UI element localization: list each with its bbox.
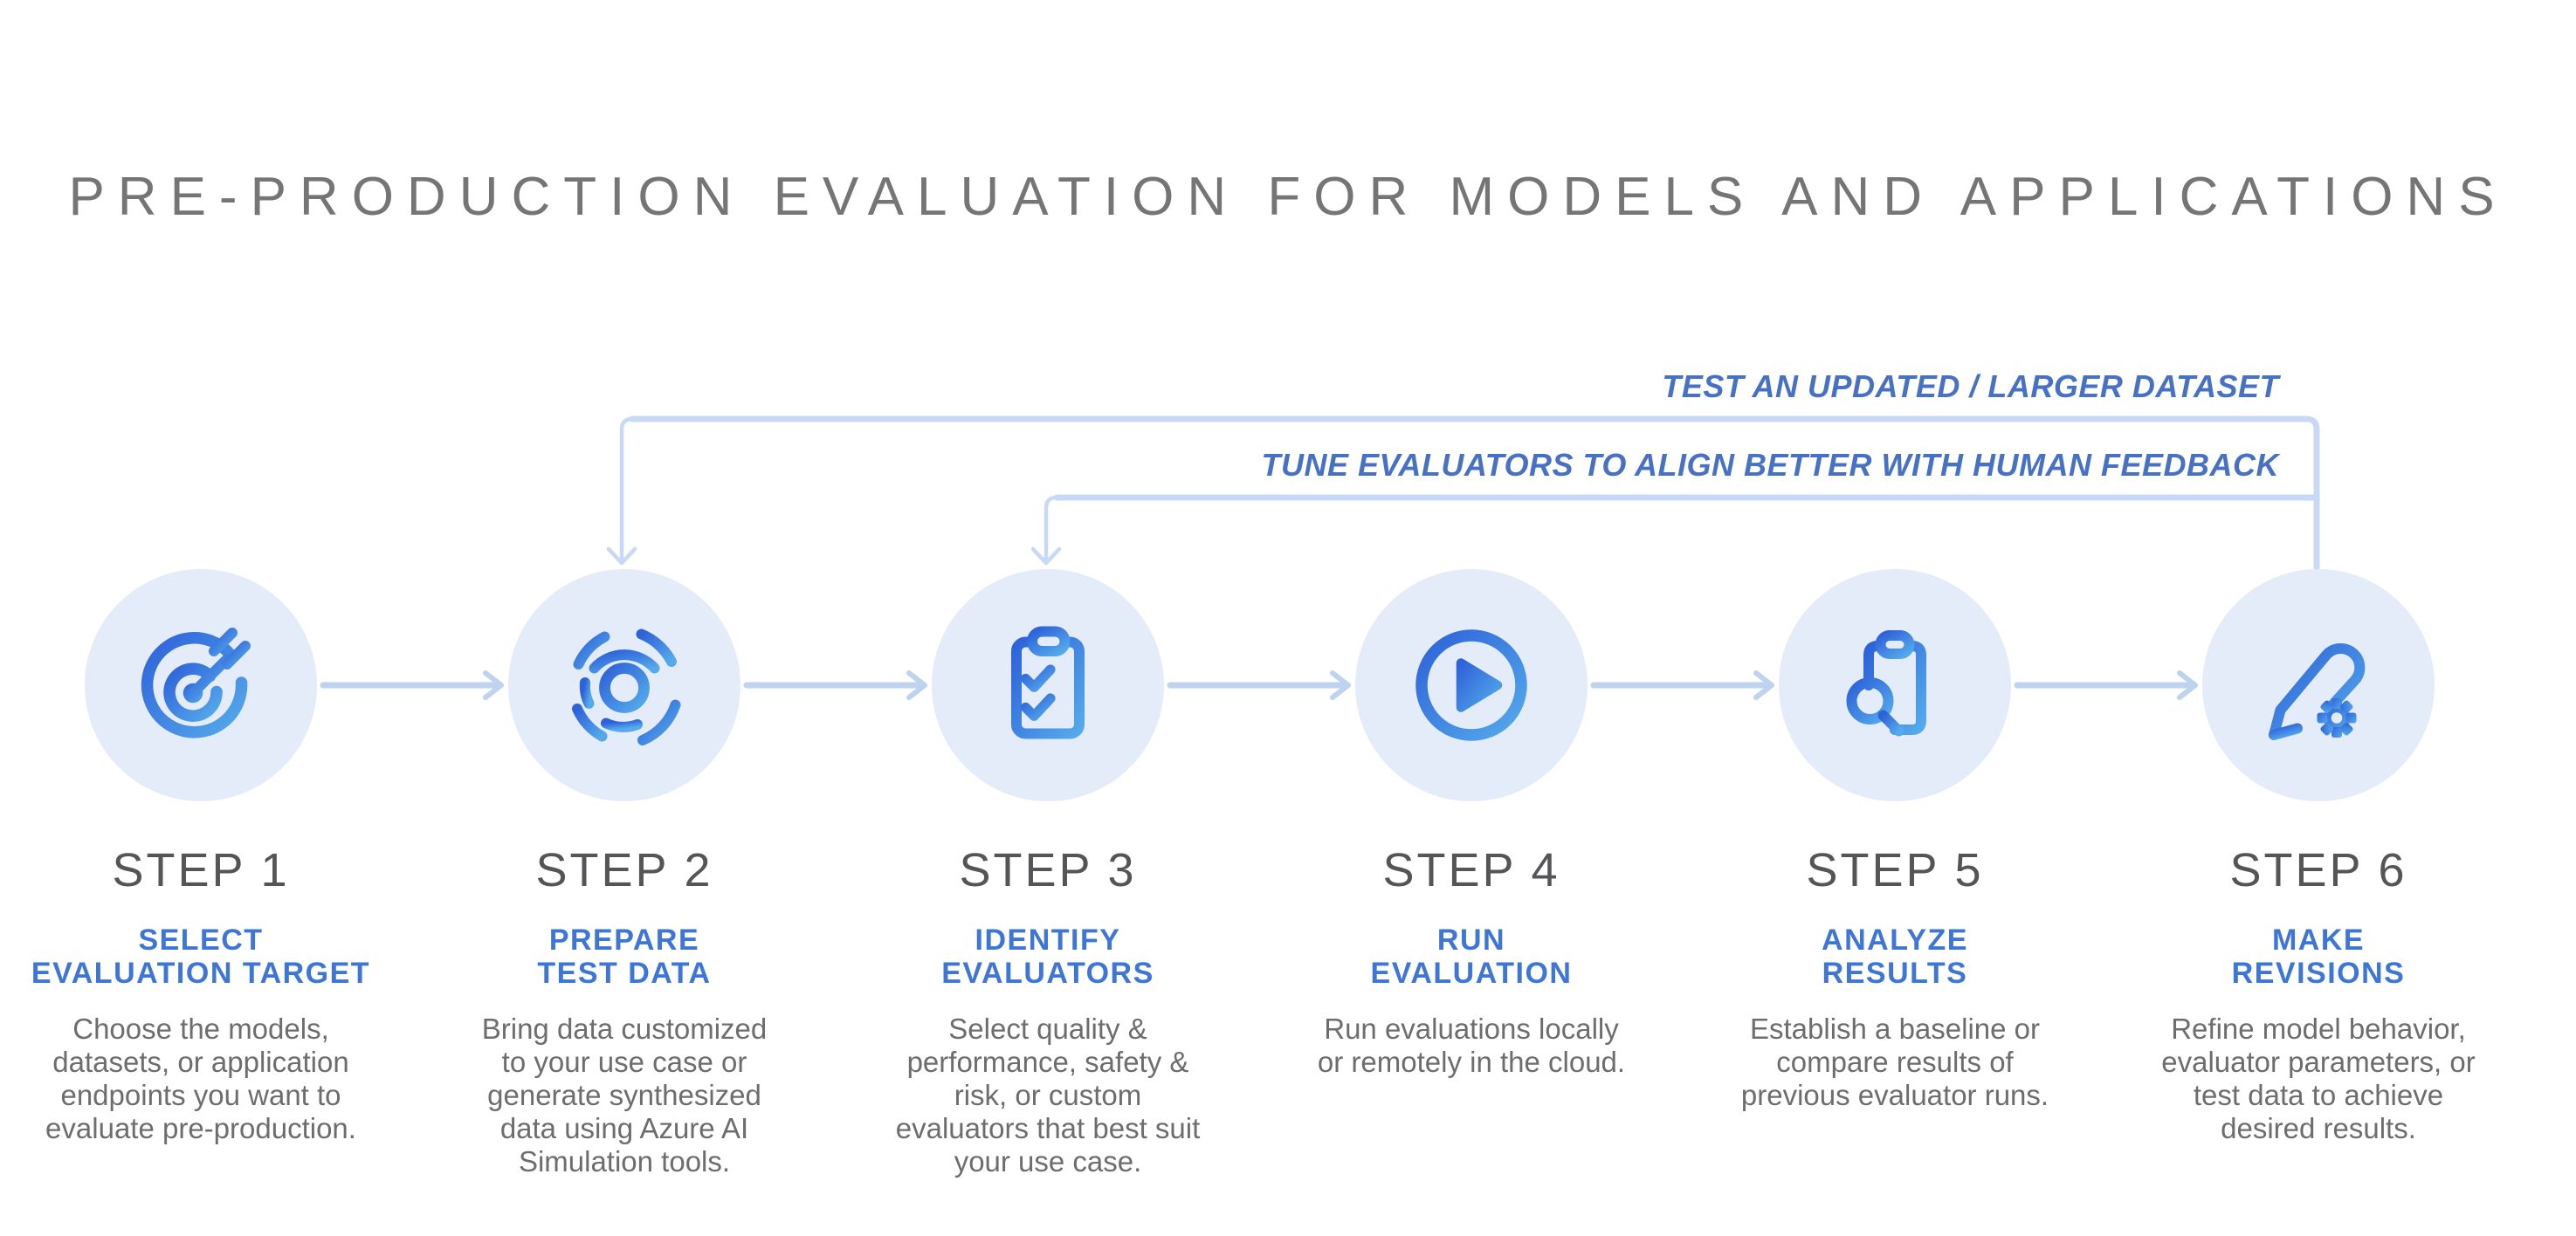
step-1-heading: SELECT EVALUATION TARGET bbox=[31, 924, 371, 990]
step-6-column: STEP 6 MAKE REVISIONS Refine model behav… bbox=[2109, 569, 2528, 1145]
step-3-heading: IDENTIFY EVALUATORS bbox=[941, 924, 1154, 990]
pencil-gear-icon bbox=[2269, 642, 2366, 740]
play-icon bbox=[1415, 629, 1527, 741]
connector-arrowhead-step5 bbox=[1753, 670, 1774, 700]
step-5-description: Establish a baseline or compare results … bbox=[1740, 1013, 2049, 1111]
feedback-arrow-loop1-drop bbox=[619, 416, 635, 565]
data-radar-icon bbox=[572, 628, 681, 745]
feedback-arrow-loop1-arrowhead bbox=[606, 546, 637, 566]
feedback-arrow-loop2-drop bbox=[1043, 495, 1059, 565]
step-2-column: STEP 2 PREPARE TEST DATA Bring data cust… bbox=[415, 569, 834, 1178]
clipboard-checklist-icon bbox=[1011, 626, 1085, 739]
step-5-icon-circle bbox=[1779, 569, 2011, 801]
step-4-icon-circle bbox=[1355, 569, 1588, 801]
feedback-arrow-loop1-line bbox=[629, 415, 2320, 571]
step-1-label: STEP 1 bbox=[112, 844, 290, 896]
step-5-label: STEP 5 bbox=[1806, 844, 1984, 896]
step-3-label: STEP 3 bbox=[959, 844, 1137, 896]
connector-arrowhead-step4 bbox=[1330, 670, 1351, 700]
step-3-column: STEP 3 IDENTIFY EVALUATORS Select qualit… bbox=[838, 569, 1257, 1178]
feedback-label-test-updated-dataset: TEST AN UPDATED / LARGER DATASET bbox=[1662, 368, 2279, 404]
step-5-heading: ANALYZE RESULTS bbox=[1822, 924, 1968, 990]
step-1-icon-circle bbox=[85, 569, 317, 801]
gear-glyph bbox=[2317, 698, 2357, 738]
step-2-label: STEP 2 bbox=[535, 844, 713, 896]
step-4-heading: RUN EVALUATION bbox=[1370, 924, 1573, 990]
step-2-heading: PREPARE TEST DATA bbox=[537, 924, 712, 990]
step-2-icon-circle bbox=[508, 569, 740, 801]
step-4-column: STEP 4 RUN EVALUATION Run evaluations lo… bbox=[1262, 569, 1681, 1079]
connector-arrowhead-step3 bbox=[906, 670, 927, 700]
step-5-column: STEP 5 ANALYZE RESULTS Establish a basel… bbox=[1685, 569, 2104, 1112]
step-6-icon-circle bbox=[2202, 569, 2435, 801]
step-4-description: Run evaluations locally or remotely in t… bbox=[1317, 1013, 1626, 1078]
feedback-arrow-loop2-arrowhead bbox=[1030, 546, 1062, 566]
step-3-description: Select quality & performance, safety & r… bbox=[895, 1013, 1201, 1178]
page-title: PRE-PRODUCTION EVALUATION FOR MODELS AND… bbox=[68, 167, 2508, 227]
step-6-heading: MAKE REVISIONS bbox=[2231, 924, 2406, 990]
connector-arrowhead-step2 bbox=[483, 670, 504, 700]
target-icon bbox=[141, 628, 251, 738]
step-1-column: STEP 1 SELECT EVALUATION TARGET Choose t… bbox=[0, 569, 410, 1145]
step-3-icon-circle bbox=[932, 569, 1164, 801]
clipboard-search-icon bbox=[1846, 630, 1926, 737]
step-2-description: Bring data customized to your use case o… bbox=[481, 1013, 768, 1178]
step-1-description: Choose the models, datasets, or applicat… bbox=[45, 1013, 356, 1144]
step-6-label: STEP 6 bbox=[2229, 844, 2407, 896]
step-6-description: Refine model behavior, evaluator paramet… bbox=[2161, 1013, 2476, 1144]
connector-arrowhead-step6 bbox=[2177, 670, 2198, 700]
feedback-label-tune-evaluators: TUNE EVALUATORS TO ALIGN BETTER WITH HUM… bbox=[1261, 447, 2279, 483]
step-4-label: STEP 4 bbox=[1382, 844, 1560, 896]
